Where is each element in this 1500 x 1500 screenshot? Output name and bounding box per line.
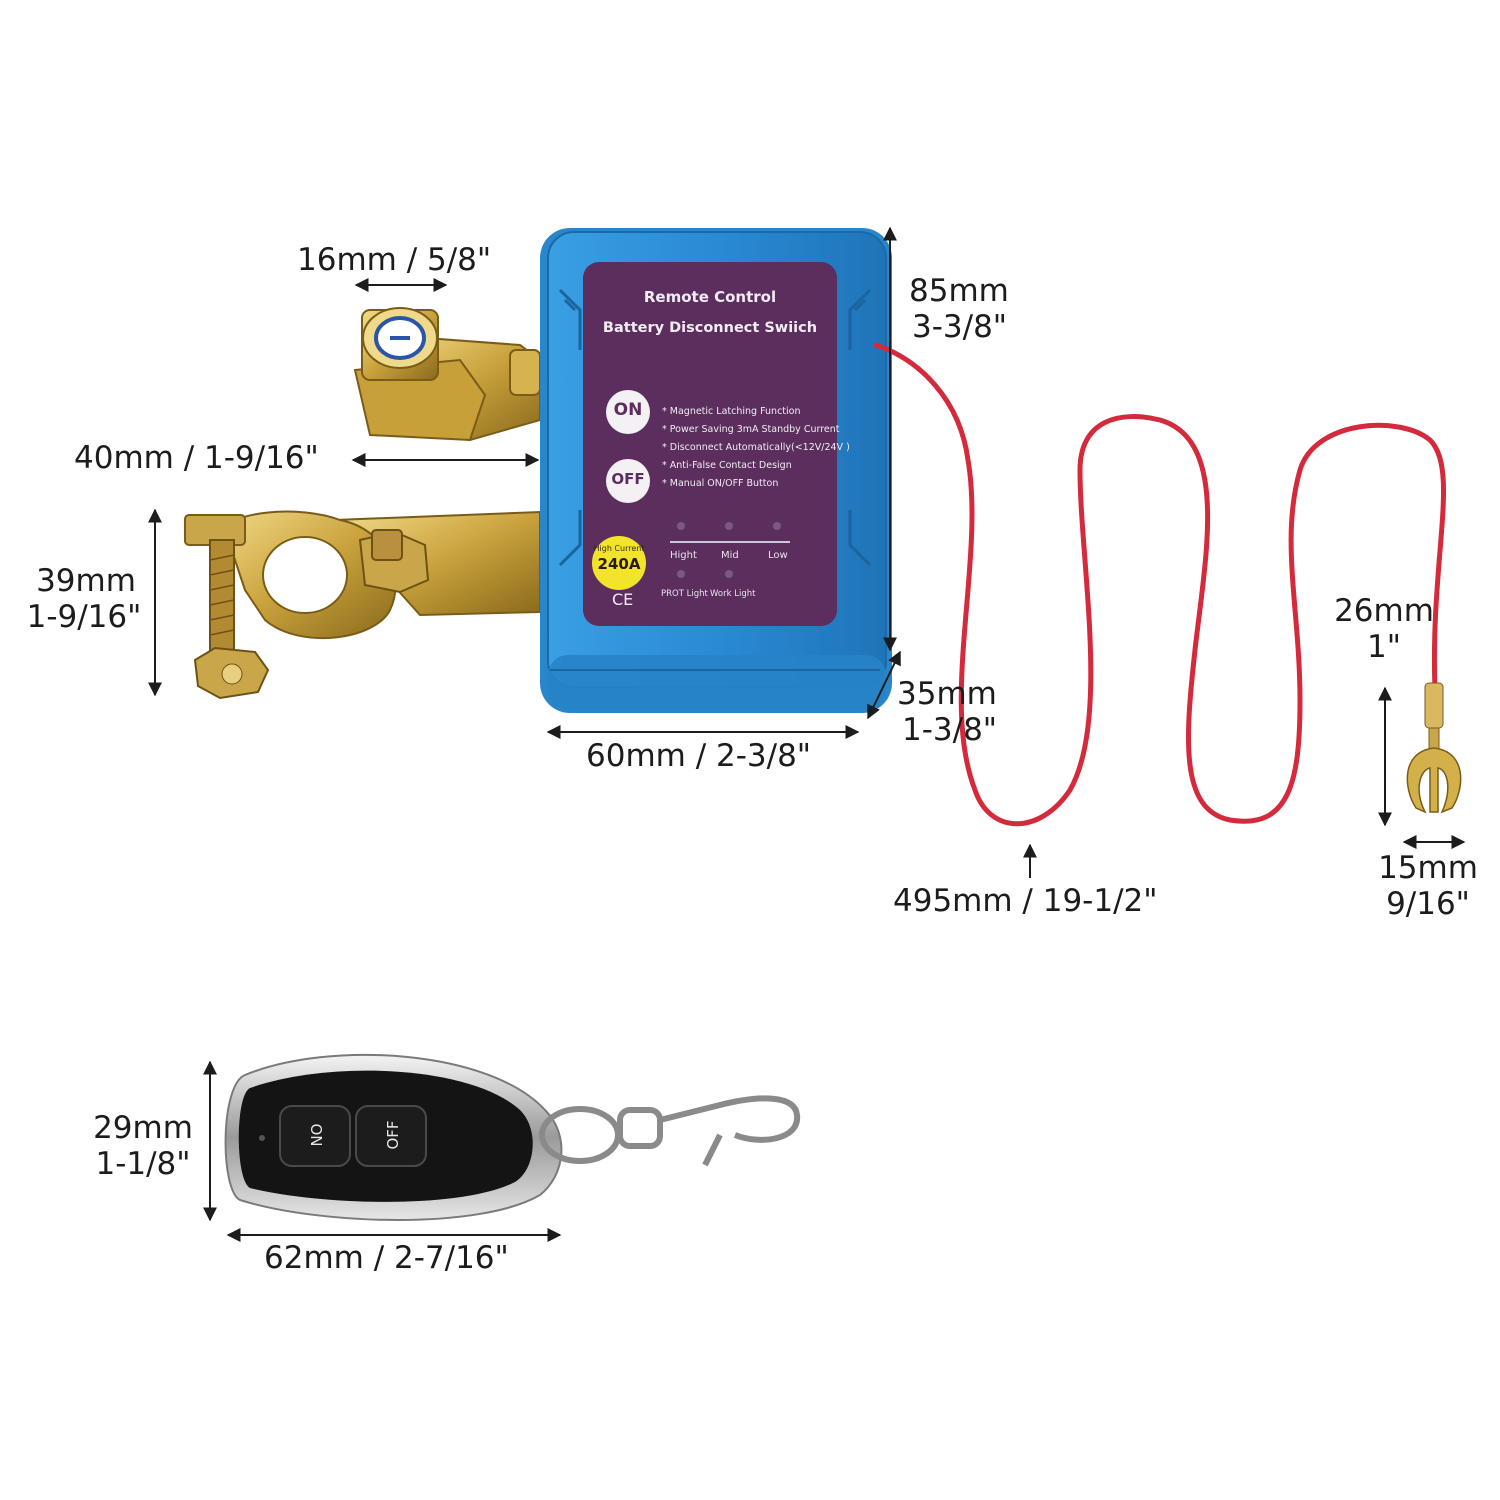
- box-height-in-label: 3-3/8": [912, 309, 1008, 345]
- panel-subtitle: Battery Disconnect Swiich: [602, 320, 818, 336]
- ce-mark: CE: [612, 590, 634, 609]
- remote-off-button[interactable]: OFF: [384, 1120, 402, 1150]
- terminal-height-in-label: 1": [1367, 629, 1401, 665]
- feature-item: * Anti-False Contact Design: [662, 460, 792, 471]
- remote-width-label: 62mm / 2-7/16": [264, 1240, 509, 1276]
- off-button[interactable]: OFF: [611, 470, 645, 488]
- prot-light-label: PROT Light: [661, 589, 708, 599]
- clamp-height-in-label: 1-9/16": [26, 599, 142, 635]
- terminal-width-mm-label: 15mm: [1378, 850, 1478, 886]
- terminal-height-mm-label: 26mm: [1334, 593, 1434, 629]
- current-badge-value: 240A: [597, 555, 641, 573]
- dimension-arrow: [867, 650, 901, 720]
- work-light-label: Work Light: [710, 589, 756, 599]
- on-button[interactable]: ON: [613, 400, 643, 420]
- box-width-label: 60mm / 2-3/8": [586, 738, 812, 774]
- battery-post-icon: [353, 307, 541, 442]
- battery-clamp-icon: [184, 510, 541, 700]
- remote-height-mm-label: 29mm: [93, 1110, 193, 1146]
- terminal-width-in-label: 9/16": [1386, 886, 1470, 922]
- current-badge-label: High Current: [593, 544, 645, 553]
- switch-box: [540, 228, 892, 713]
- led-label-low: Low: [768, 550, 788, 561]
- panel-title: Remote Control: [643, 288, 777, 306]
- remote-on-button[interactable]: ON: [307, 1123, 325, 1147]
- feature-item: * Magnetic Latching Function: [662, 406, 801, 417]
- led-label-high: Hight: [670, 550, 697, 561]
- post-depth-label: 40mm / 1-9/16": [74, 440, 319, 476]
- keychain-icon: [539, 1095, 801, 1167]
- remote-control: [224, 1053, 563, 1221]
- led-label-mid: Mid: [721, 550, 739, 561]
- box-depth-mm-label: 35mm: [897, 676, 997, 712]
- feature-item: * Disconnect Automatically(<12V/24V ): [662, 442, 850, 453]
- box-depth-in-label: 1-3/8": [902, 712, 998, 748]
- post-width-label: 16mm / 5/8": [297, 242, 492, 278]
- feature-item: * Manual ON/OFF Button: [662, 478, 779, 489]
- remote-height-in-label: 1-1/8": [95, 1146, 191, 1182]
- red-cable: [873, 342, 1447, 827]
- box-height-mm-label: 85mm: [909, 273, 1009, 309]
- cable-length-label: 495mm / 19-1/2": [893, 883, 1158, 919]
- ring-terminal-icon: [1406, 682, 1462, 814]
- feature-item: * Power Saving 3mA Standby Current: [662, 424, 840, 435]
- clamp-height-mm-label: 39mm: [36, 563, 136, 599]
